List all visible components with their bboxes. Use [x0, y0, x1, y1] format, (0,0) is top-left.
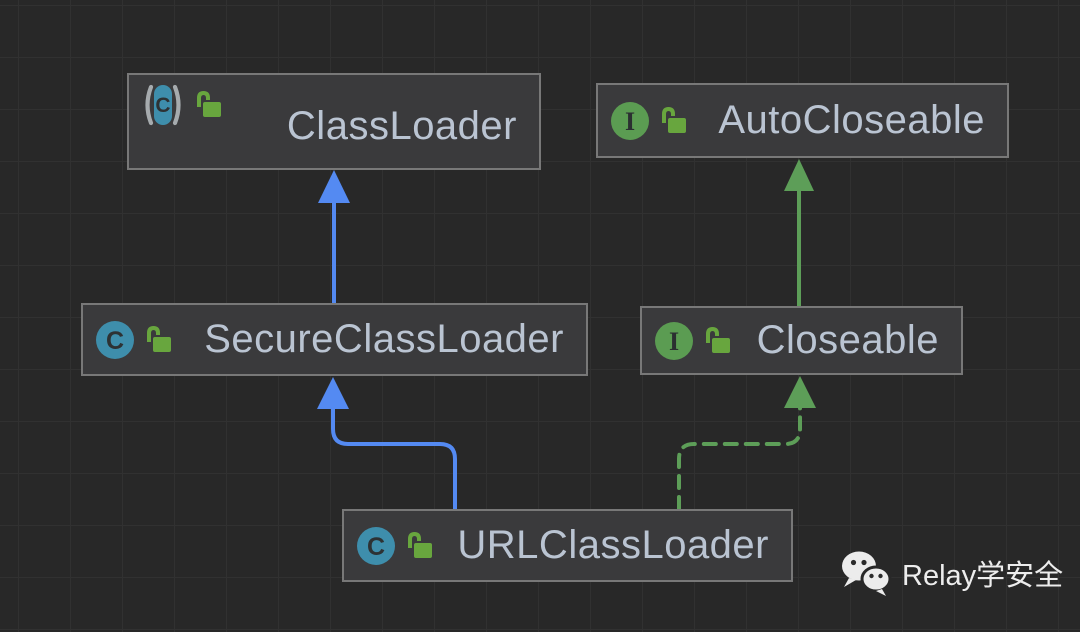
class-icon: C: [357, 526, 395, 565]
interface-node-autocloseable[interactable]: I AutoCloseable: [596, 83, 1009, 158]
svg-text:C: C: [155, 94, 170, 117]
node-label: ClassLoader: [286, 104, 517, 148]
node-icon-group: C: [95, 320, 173, 360]
svg-text:I: I: [625, 107, 635, 136]
interface-icon: I: [655, 321, 693, 360]
implements-arrowhead-closeable: [784, 376, 816, 408]
svg-text:C: C: [367, 533, 385, 561]
abstract-class-icon: C: [145, 84, 181, 126]
node-icon-group: C: [356, 526, 434, 566]
node-label: AutoCloseable: [718, 98, 985, 142]
unlocked-public-icon: [662, 106, 686, 133]
wechat-icon: [842, 551, 892, 596]
interface-icon: I: [611, 101, 649, 140]
extends-arrowhead-classloader: [318, 170, 350, 203]
svg-text:I: I: [669, 327, 679, 356]
extends-arrowhead-secureclassloader: [317, 377, 349, 409]
extends-arrow-urlclassloader-to-secureclassloader[interactable]: [331, 408, 457, 509]
node-label: SecureClassLoader: [204, 317, 564, 361]
node-icon-group: I: [610, 101, 688, 141]
class-node-urlclassloader[interactable]: C URLClassLoader: [342, 509, 793, 582]
watermark: Relay学安全: [838, 549, 1063, 597]
unlocked-public-icon: [197, 90, 221, 117]
unlocked-public-icon: [147, 325, 171, 352]
class-node-secureclassloader[interactable]: C SecureClassLoader: [81, 303, 588, 376]
implements-arrow-urlclassloader-to-closeable[interactable]: [677, 405, 802, 511]
node-icon-group: I: [654, 321, 732, 361]
watermark-text: Relay学安全: [902, 560, 1064, 592]
extends-arrowhead-autocloseable: [784, 159, 814, 191]
class-icon: C: [96, 320, 134, 359]
unlocked-public-icon: [408, 531, 432, 558]
node-label: URLClassLoader: [457, 523, 769, 567]
svg-text:C: C: [106, 327, 124, 355]
node-label: Closeable: [756, 318, 939, 362]
node-icon-group: C: [141, 84, 223, 126]
unlocked-public-icon: [706, 326, 730, 353]
class-node-classloader[interactable]: C ClassLoader: [127, 73, 541, 170]
interface-node-closeable[interactable]: I Closeable: [640, 306, 963, 375]
